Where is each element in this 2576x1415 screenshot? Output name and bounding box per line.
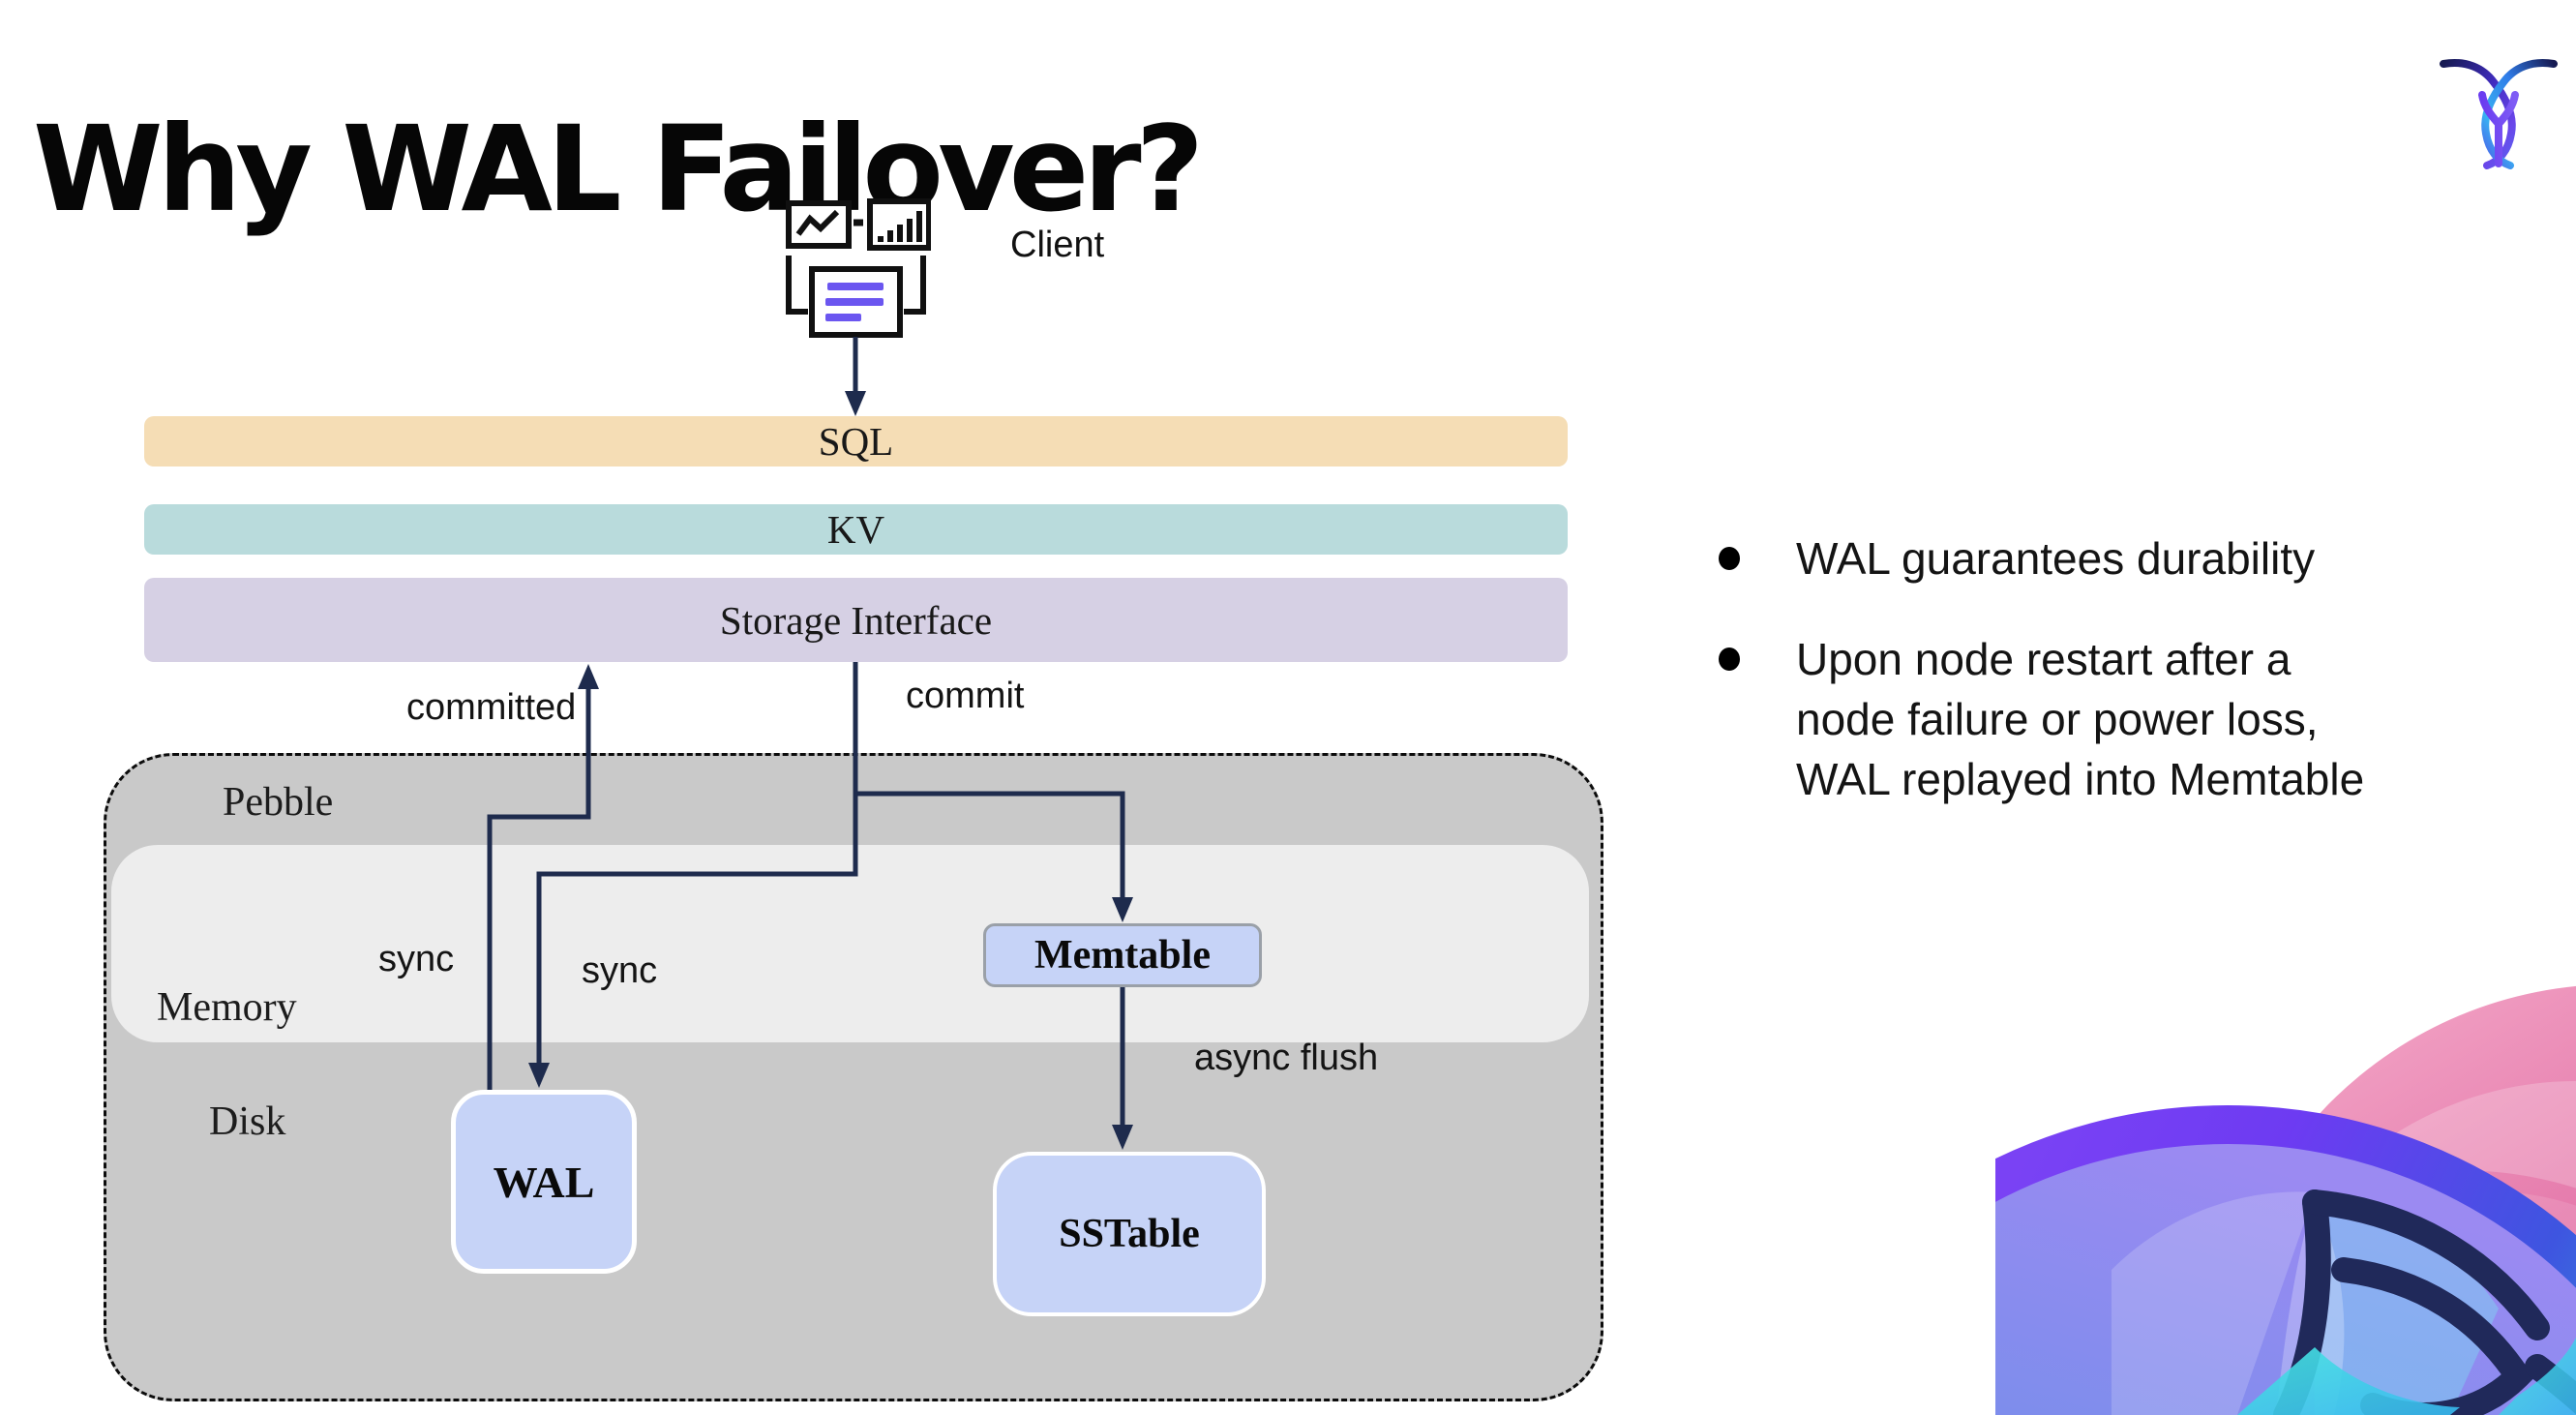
bullet-list: WAL guarantees durability Upon node rest… <box>1719 528 2531 850</box>
client-label: Client <box>1010 225 1105 265</box>
layer-sql: SQL <box>144 416 1568 467</box>
bullet-line: WAL replayed into Memtable <box>1796 754 2365 804</box>
disk-label: Disk <box>209 1099 286 1144</box>
memory-label: Memory <box>157 985 297 1030</box>
layer-storage-label: Storage Interface <box>719 597 993 643</box>
bullet-item: WAL guarantees durability <box>1719 528 2531 588</box>
memory-band <box>111 845 1589 1042</box>
arrowhead-committed <box>578 664 599 689</box>
brand-artwork <box>1995 986 2576 1415</box>
arrowhead-sql <box>845 391 866 416</box>
wal-box: WAL <box>451 1090 637 1274</box>
bullet-dot <box>1719 547 1740 570</box>
edge-label-async-flush: async flush <box>1194 1038 1379 1078</box>
layer-kv-label: KV <box>826 507 885 552</box>
edge-label-commit: commit <box>906 676 1025 716</box>
pebble-container: Pebble Memory Disk <box>104 753 1603 1401</box>
page-title: Why WAL Failover? <box>33 100 1204 238</box>
edge-label-sync-left: sync <box>378 939 455 979</box>
memtable-box: Memtable <box>983 923 1262 987</box>
edge-label-committed: committed <box>406 687 577 728</box>
bullet-text: WAL guarantees durability <box>1796 528 2315 588</box>
layer-sql-label: SQL <box>818 419 894 464</box>
wal-label: WAL <box>493 1157 595 1207</box>
bullet-item: Upon node restart after a node failure o… <box>1719 629 2531 809</box>
edge-label-sync-right: sync <box>582 950 658 991</box>
bullet-line: WAL guarantees durability <box>1796 533 2316 584</box>
bullet-line: node failure or power loss, <box>1796 694 2319 744</box>
client-apps-icon <box>786 198 931 338</box>
layer-storage-interface: Storage Interface <box>144 578 1568 662</box>
bullet-dot <box>1719 647 1740 671</box>
layer-kv: KV <box>144 504 1568 555</box>
cockroachdb-logo-icon <box>2440 59 2558 169</box>
sstable-box: SSTable <box>993 1152 1266 1316</box>
memtable-label: Memtable <box>1034 933 1211 978</box>
pebble-label: Pebble <box>223 780 334 825</box>
sstable-label: SSTable <box>1059 1212 1200 1256</box>
bullet-text: Upon node restart after a node failure o… <box>1796 629 2364 809</box>
bullet-line: Upon node restart after a <box>1796 634 2291 684</box>
